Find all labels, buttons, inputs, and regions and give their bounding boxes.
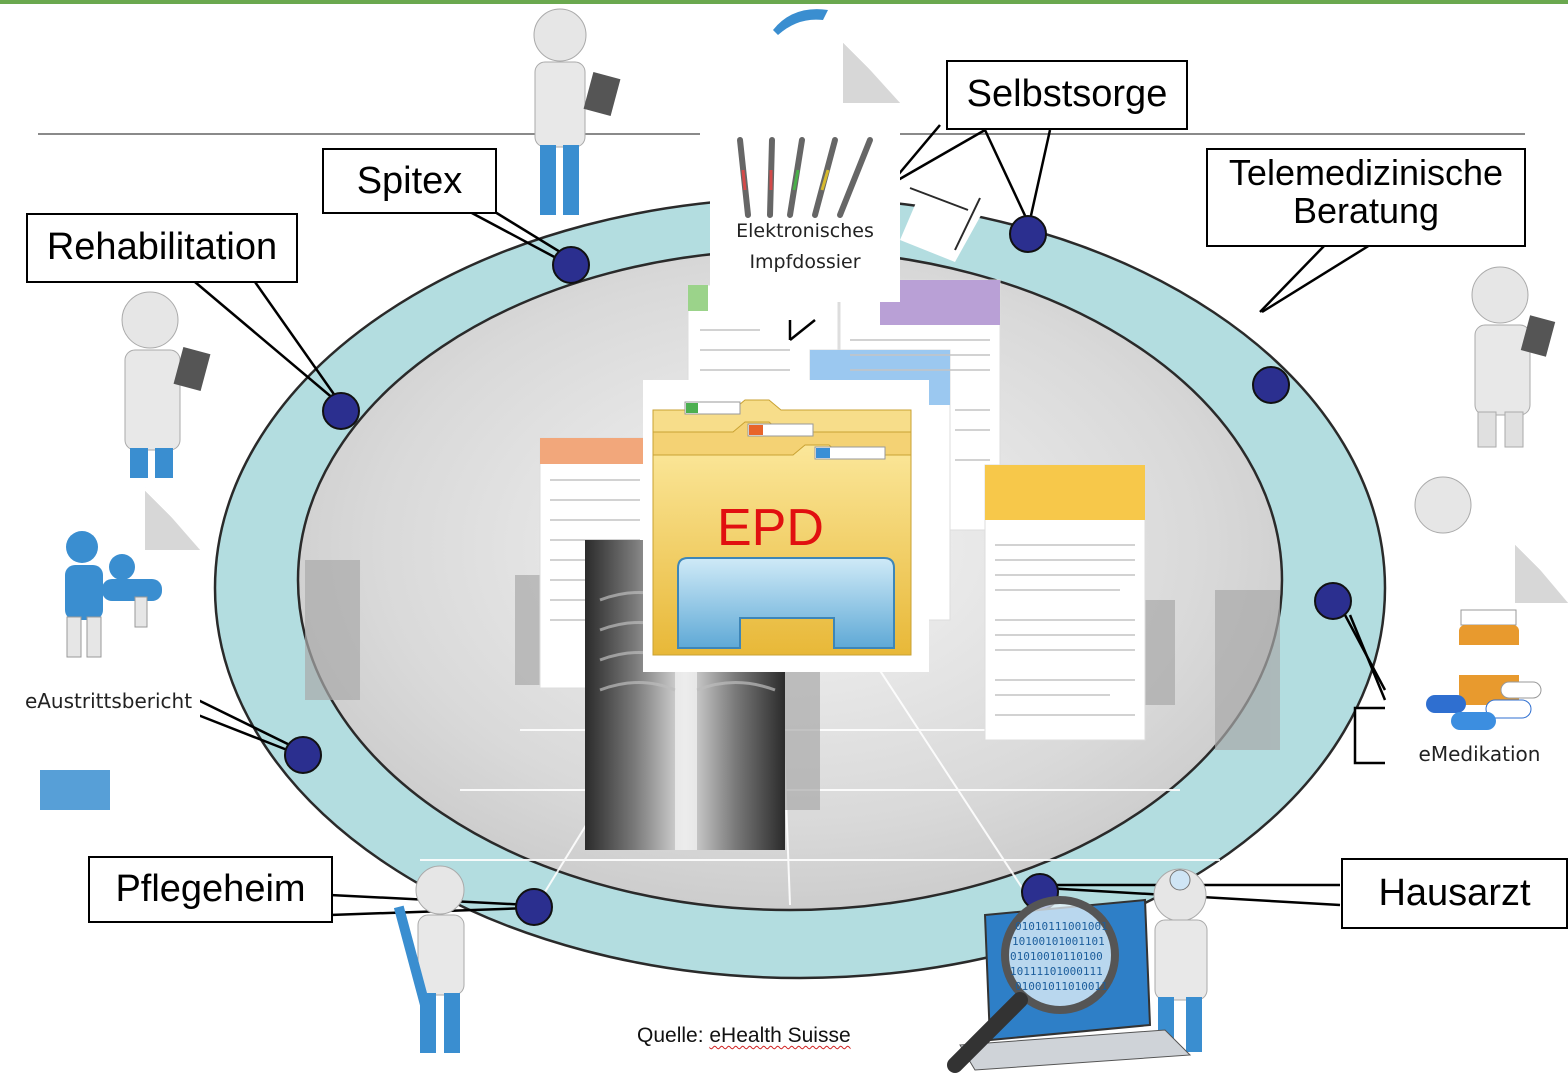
hidden-callout: [1353, 706, 1385, 765]
node-austrittsbericht: [284, 736, 322, 774]
callout-rehabilitation[interactable]: Rehabilitation: [26, 213, 298, 283]
callout-pflegeheim-text: Pflegeheim: [115, 868, 306, 910]
doc-impfdossier-label-2: Impfdossier: [749, 251, 861, 273]
node-rehabilitation: [322, 392, 360, 430]
connector-lines: [194, 124, 1387, 917]
callout-telemedizin[interactable]: Telemedizinische Beratung: [1206, 148, 1526, 247]
callout-rehabilitation-text: Rehabilitation: [46, 226, 278, 268]
doc-austrittsbericht-label: eAustrittsbericht: [24, 689, 193, 713]
callout-hausarzt-text: Hausarzt: [1378, 872, 1531, 914]
callout-selbstsorge-text: Selbstsorge: [966, 73, 1168, 115]
svg-text:01010010110100: 01010010110100: [1010, 950, 1103, 963]
node-telemedizin: [1252, 366, 1290, 404]
doc-austrittsbericht[interactable]: eAustrittsbericht: [17, 487, 200, 749]
source-note: Quelle: eHealth Suisse: [637, 1024, 851, 1048]
callout-pflegeheim[interactable]: Pflegeheim: [88, 856, 333, 923]
node-selbstsorge: [1009, 215, 1047, 253]
callout-spitex-text: Spitex: [356, 160, 463, 202]
doc-medikation[interactable]: eMedikation: [1391, 540, 1568, 802]
callout-spitex[interactable]: Spitex: [322, 148, 497, 214]
svg-text:01010111001001: 01010111001001: [1015, 920, 1108, 933]
epd-label: EPD: [717, 499, 824, 557]
callout-hausarzt[interactable]: Hausarzt: [1341, 858, 1568, 929]
svg-text:10111101000111: 10111101000111: [1010, 965, 1103, 978]
callout-selbstsorge[interactable]: Selbstsorge: [946, 60, 1188, 130]
node-pflegeheim: [515, 888, 553, 926]
carrying-figure-icon: [65, 531, 162, 658]
folder-icon: [643, 380, 929, 672]
medicine-bottle-icon: [1426, 609, 1542, 730]
node-emedikation: [1314, 582, 1352, 620]
doc-impfdossier[interactable]: Elektronisches Impfdossier: [710, 40, 900, 302]
node-spitex: [552, 246, 590, 284]
top-bar: [0, 0, 1568, 4]
callout-telemedizin-text-1: Telemedizinische: [1228, 152, 1504, 193]
laptop-magnifier-icon: 01010111001001 10100101001101 0101001011…: [947, 896, 1192, 1073]
callout-telemedizin-text-2: Beratung: [1292, 189, 1440, 231]
source-prefix: Quelle:: [637, 1024, 710, 1047]
doctor-figure-icon: [40, 8, 1556, 1053]
syringes-icon: [737, 137, 873, 218]
doc-medikation-label: eMedikation: [1418, 742, 1541, 766]
svg-text:01001011010011: 01001011010011: [1015, 980, 1108, 993]
doc-impfdossier-label-1: Elektronisches: [736, 220, 874, 242]
svg-text:10100101001101: 10100101001101: [1012, 935, 1105, 948]
source-name: eHealth Suisse: [709, 1024, 851, 1047]
